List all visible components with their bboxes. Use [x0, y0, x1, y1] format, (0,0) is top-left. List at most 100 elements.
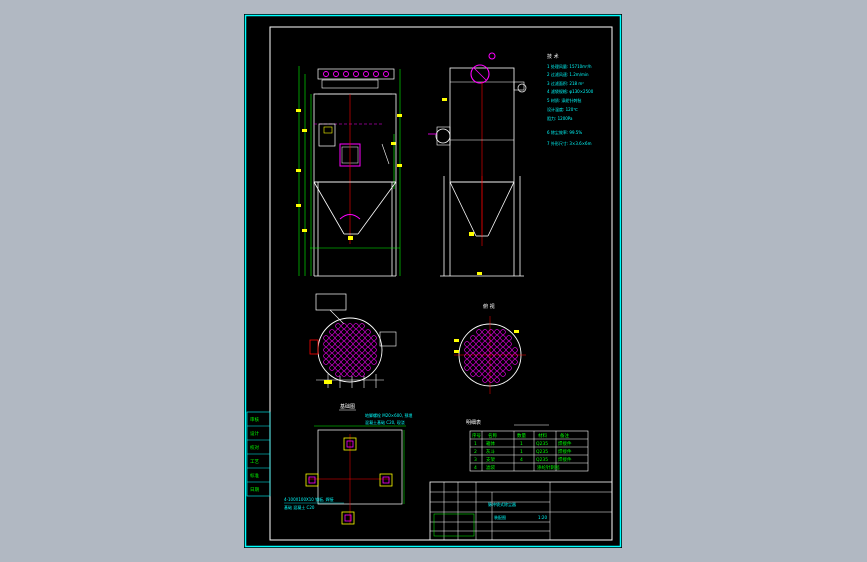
filter-bag-hole	[506, 359, 512, 365]
parts-cell: 1	[474, 441, 477, 447]
filter-bag-hole	[488, 377, 494, 383]
plan-view-right: 俯 视	[454, 303, 526, 394]
filter-bag-hole	[371, 353, 377, 359]
filter-bag-hole	[476, 347, 482, 353]
filter-bag-hole	[347, 323, 353, 329]
parts-table-title: 明细表	[466, 419, 481, 426]
signature-label: 工艺	[250, 459, 259, 465]
filter-bag-hole	[335, 329, 341, 335]
filter-bag-hole	[347, 335, 353, 341]
parts-cell: 箱体	[486, 440, 495, 447]
filter-bag-hole	[341, 347, 347, 353]
parts-cell: 4	[474, 465, 477, 471]
filter-bag-hole	[482, 341, 488, 347]
filter-bag-hole	[365, 353, 371, 359]
tech-spec-line: 设计温度: 120℃	[547, 106, 578, 112]
signature-label: 设计	[250, 430, 259, 437]
filter-bag-hole	[494, 353, 500, 359]
filter-bag-hole	[347, 365, 353, 371]
filter-bag-hole	[335, 353, 341, 359]
filter-bag-hole	[365, 329, 371, 335]
filter-bag-hole	[512, 359, 518, 365]
filter-bag-hole	[371, 335, 377, 341]
front-elevation-view	[296, 66, 402, 277]
filter-bag-hole	[500, 365, 506, 371]
filter-bag-hole	[500, 353, 506, 359]
drawing-sheet[interactable]: 技 术 1 处理风量: 15710m³/h 2 过滤风速: 1.2m/min 3…	[244, 14, 622, 548]
filter-bag-hole	[359, 335, 365, 341]
bottom-view-label: 俯 视	[483, 303, 495, 310]
filter-bag-hole	[482, 359, 488, 365]
filter-bag-hole	[464, 341, 470, 347]
filter-bag-hole	[506, 335, 512, 341]
parts-cell: 涤纶针刺毡	[537, 464, 560, 471]
filter-bag-hole	[341, 371, 347, 377]
filter-bag-hole	[476, 359, 482, 365]
filter-bag-hole	[341, 323, 347, 329]
parts-header: 名称	[488, 432, 497, 439]
parts-cell: 1	[520, 449, 523, 455]
outer-frame	[244, 14, 622, 548]
title-block-name: 脉冲袋式除尘器	[488, 501, 516, 507]
filter-bag-hole	[335, 323, 341, 329]
filter-bag-hole	[329, 365, 335, 371]
filter-bag-hole	[476, 371, 482, 377]
filter-bag-hole	[506, 347, 512, 353]
filter-bag-hole	[500, 329, 506, 335]
filter-bag-hole	[500, 341, 506, 347]
filter-bag-hole	[494, 365, 500, 371]
tech-spec-line: 2 过滤风速: 1.2m/min	[547, 71, 589, 77]
filter-bag-hole	[323, 347, 329, 353]
foundation-note: 地脚螺栓 M20×600, 预埋	[365, 412, 412, 418]
filter-bag-hole	[359, 347, 365, 353]
filter-bag-hole	[512, 347, 518, 353]
filter-bag-hole	[470, 371, 476, 377]
filter-bag-hole	[488, 335, 494, 341]
filter-bag-hole	[347, 353, 353, 359]
filter-bag-hole	[323, 335, 329, 341]
filter-bag-hole	[359, 329, 365, 335]
parts-cell: 1	[520, 441, 523, 447]
filter-bag-hole	[476, 365, 482, 371]
filter-bag-hole	[488, 341, 494, 347]
filter-bag-hole	[500, 347, 506, 353]
plan-view-left	[309, 293, 397, 388]
tech-specs: 技 术 1 处理风量: 15710m³/h 2 过滤风速: 1.2m/min 3…	[547, 53, 594, 146]
filter-bag-hole	[482, 329, 488, 335]
filter-bag-hole	[371, 359, 377, 365]
filter-bag-hole	[347, 341, 353, 347]
filter-bag-hole	[329, 359, 335, 365]
filter-bag-hole	[359, 359, 365, 365]
signature-label: 校对	[250, 444, 259, 451]
filter-bag-hole	[353, 359, 359, 365]
filter-bag-hole	[476, 341, 482, 347]
foundation-note: 混凝土基础 C20, 现浇	[365, 419, 405, 425]
filter-bag-holes	[323, 323, 377, 377]
tech-spec-line: 阻力: 1200Pa	[547, 115, 573, 121]
filter-bag-hole	[500, 335, 506, 341]
parts-cell: 4	[520, 457, 523, 463]
cad-drawing: 技 术 1 处理风量: 15710m³/h 2 过滤风速: 1.2m/min 3…	[244, 14, 622, 548]
filter-bag-hole	[482, 353, 488, 359]
filter-bag-hole	[359, 353, 365, 359]
parts-cell: 滤袋	[486, 464, 495, 471]
tech-spec-line: 3 过滤面积: 218 m²	[547, 80, 584, 86]
parts-cell: 灰斗	[486, 448, 495, 455]
filter-bag-hole	[494, 335, 500, 341]
filter-bag-hole	[476, 353, 482, 359]
filter-bag-hole	[359, 341, 365, 347]
filter-bag-hole	[494, 359, 500, 365]
parts-cell: 焊接件	[558, 448, 572, 455]
tech-spec-line: 7 外形尺寸: 3×3.6×6m	[547, 140, 592, 146]
tech-specs-title: 技 术	[547, 53, 559, 60]
side-elevation-view	[428, 52, 527, 277]
filter-bag-hole	[371, 341, 377, 347]
filter-bag-hole	[488, 353, 494, 359]
filter-bag-hole	[329, 347, 335, 353]
filter-bag-hole	[470, 365, 476, 371]
filter-bag-hole	[365, 365, 371, 371]
filter-bag-hole	[335, 347, 341, 353]
filter-bag-hole	[506, 353, 512, 359]
foundation-note: 4-100X100X10 钢板, 焊接	[284, 496, 334, 502]
filter-bag-hole	[464, 365, 470, 371]
